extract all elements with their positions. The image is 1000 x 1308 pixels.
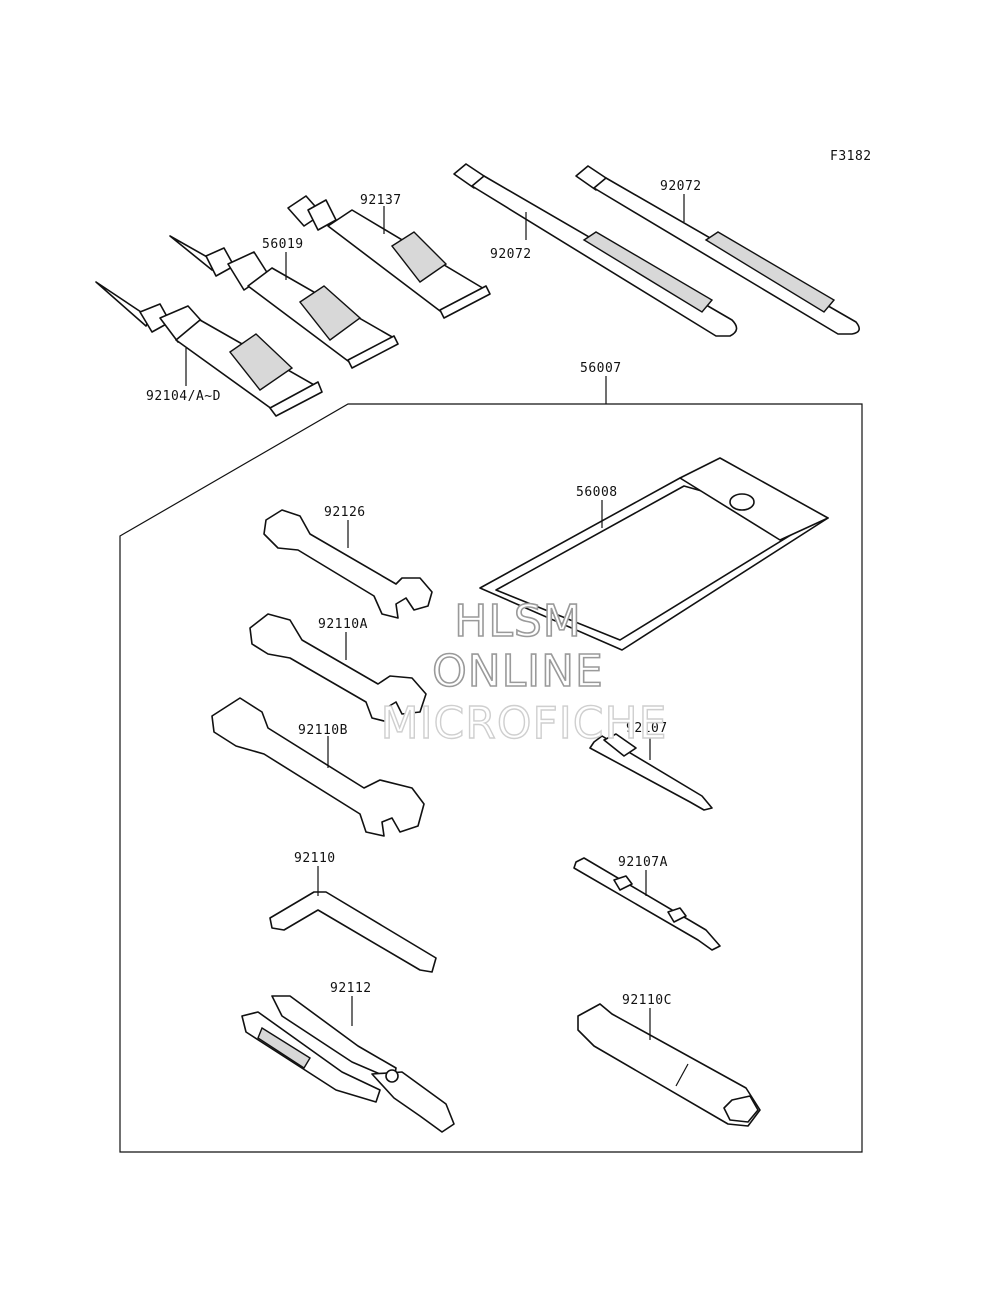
wrench-92110A[interactable]	[249, 613, 427, 723]
tube-56019[interactable]	[169, 235, 399, 369]
label-92104: 92104/A~D	[146, 389, 221, 404]
strap-92072-right[interactable]	[575, 165, 860, 335]
label-92107: 92107	[626, 721, 668, 736]
tube-92104[interactable]	[95, 281, 323, 417]
label-92126: 92126	[324, 505, 366, 520]
label-92107A: 92107A	[618, 855, 668, 870]
hex-key-92110[interactable]	[269, 891, 437, 973]
socket-92110C[interactable]	[577, 1003, 761, 1127]
wrench-92126[interactable]	[263, 509, 433, 619]
watermark-line-1: HLSM	[454, 596, 582, 647]
figure-code: F3182	[830, 149, 872, 164]
screwdriver-92107[interactable]	[589, 733, 713, 811]
watermark-line-3: MICROFICHE	[381, 698, 668, 749]
label-92072-right: 92072	[660, 179, 702, 194]
label-56019: 56019	[262, 237, 304, 252]
label-92110A: 92110A	[318, 617, 368, 632]
label-92072-left: 92072	[490, 247, 532, 262]
label-92137: 92137	[360, 193, 402, 208]
label-92112: 92112	[330, 981, 372, 996]
label-56008: 56008	[576, 485, 618, 500]
watermark-line-2: ONLINE	[432, 646, 604, 697]
pliers-92112[interactable]	[241, 995, 455, 1133]
label-56007: 56007	[580, 361, 622, 376]
label-92110C: 92110C	[622, 993, 672, 1008]
kit-56007-outline[interactable]	[119, 403, 863, 1153]
screwdriver-92107A[interactable]	[573, 857, 721, 951]
label-92110B: 92110B	[298, 723, 348, 738]
tube-92137[interactable]	[287, 195, 491, 319]
pouch-56008[interactable]	[479, 457, 829, 651]
strap-92072-left[interactable]	[453, 163, 738, 337]
wrench-92110B[interactable]	[211, 697, 425, 837]
label-92110: 92110	[294, 851, 336, 866]
